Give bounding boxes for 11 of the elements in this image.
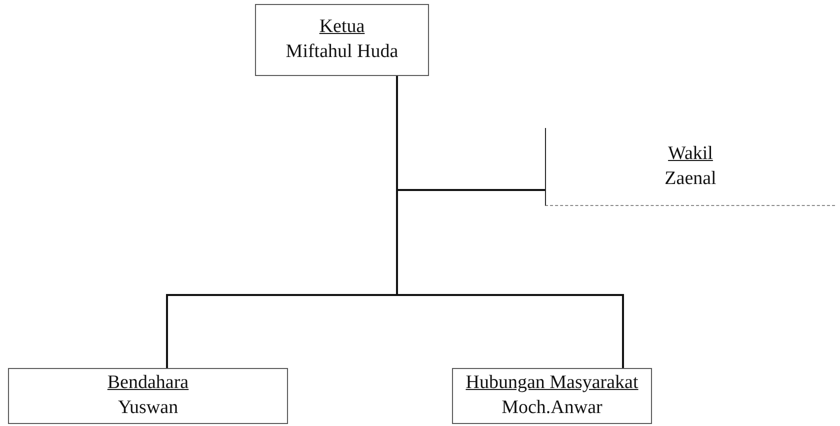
position-title: Bendahara [107,371,189,396]
position-box [255,4,429,76]
position-title: Wakil [668,142,713,166]
position-title: Ketua [319,15,365,40]
person-name: Yuswan [118,396,178,420]
person-name: Moch.Anwar [502,396,602,420]
person-name: Miftahul Huda [286,40,398,64]
position-box [452,368,652,424]
person-name: Zaenal [664,166,716,190]
position-box [8,368,288,424]
position-title: Hubungan Masyarakat [466,371,638,396]
